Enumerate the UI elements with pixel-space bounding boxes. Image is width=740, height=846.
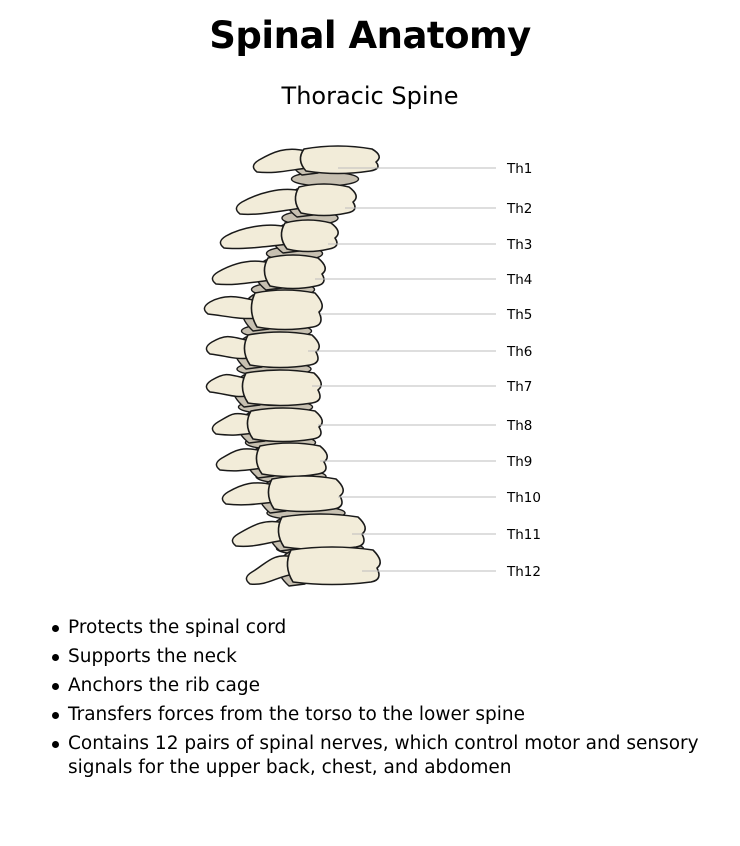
vertebral-body — [280, 219, 339, 253]
fact-text: Transfers forces from the torso to the l… — [68, 704, 525, 725]
vertebra-label: Th4 — [506, 272, 532, 288]
page-title: Spinal Anatomy — [209, 14, 531, 57]
vertebral-body — [294, 183, 357, 217]
vertebrae-group — [203, 145, 381, 587]
bullet-dot-icon — [52, 654, 59, 661]
fact-text: Supports the neck — [68, 646, 237, 667]
vertebra-6 — [205, 331, 320, 370]
vertebra-label: Th11 — [506, 527, 541, 543]
vertebra-2 — [235, 183, 357, 218]
vertebral-body — [277, 513, 366, 551]
vertebra-process — [211, 260, 273, 286]
vertebra-label: Th5 — [506, 307, 532, 323]
vertebra-5 — [203, 289, 323, 332]
vertebra-process — [221, 482, 277, 506]
vertebra-1 — [252, 145, 380, 176]
fact-text: Contains 12 pairs of spinal nerves, whic… — [68, 733, 699, 778]
fact-text: Protects the spinal cord — [68, 617, 287, 638]
vertebra-11 — [231, 513, 366, 552]
vertebra-process — [235, 188, 304, 216]
vertebral-body — [267, 475, 344, 513]
bullet-dot-icon — [52, 625, 59, 632]
fact-item: Transfers forces from the torso to the l… — [50, 703, 710, 727]
vertebra-10 — [221, 475, 344, 514]
vertebral-body — [299, 145, 380, 175]
vertebra-label: Th1 — [506, 161, 532, 177]
vertebra-process — [219, 224, 290, 250]
vertebra-12 — [245, 546, 381, 587]
vertebra-process — [211, 412, 256, 436]
vertebra-7 — [205, 369, 322, 408]
vertebra-label: Th6 — [506, 344, 532, 360]
vertebra-process — [203, 295, 260, 320]
vertebra-process — [215, 448, 265, 472]
fact-item: Protects the spinal cord — [50, 616, 710, 640]
vertebra-label: Th2 — [506, 201, 532, 217]
vertebra-process — [205, 373, 251, 398]
vertebra-9 — [215, 442, 328, 479]
vertebral-body — [286, 546, 381, 586]
vertebra-label: Th9 — [506, 454, 532, 470]
vertebra-label: Th3 — [506, 237, 532, 253]
vertebra-label: Th8 — [506, 418, 532, 434]
vertebral-body — [243, 331, 320, 369]
vertebra-label: Th7 — [506, 379, 532, 395]
vertebra-3 — [219, 219, 339, 254]
bullet-dot-icon — [52, 712, 59, 719]
bullet-dot-icon — [52, 683, 59, 690]
vertebral-body — [263, 254, 326, 290]
vertebra-4 — [211, 254, 326, 291]
fact-item: Anchors the rib cage — [50, 674, 710, 698]
vertebral-body — [241, 369, 322, 407]
vertebra-process — [205, 335, 253, 360]
vertebra-process — [231, 520, 287, 548]
vertebral-body — [246, 407, 323, 443]
fact-text: Anchors the rib cage — [68, 675, 260, 696]
vertebra-8 — [211, 407, 323, 444]
vertebra-process — [245, 555, 296, 585]
fact-item: Contains 12 pairs of spinal nerves, whic… — [50, 732, 710, 780]
vertebra-label: Th12 — [506, 564, 541, 580]
vertebra-process — [252, 148, 309, 174]
page-subtitle: Thoracic Spine — [281, 82, 459, 110]
bullet-dot-icon — [52, 741, 59, 748]
vertebra-label: Th10 — [506, 490, 541, 506]
vertebral-body — [250, 289, 323, 331]
fact-item: Supports the neck — [50, 645, 710, 669]
vertebral-body — [255, 442, 328, 478]
